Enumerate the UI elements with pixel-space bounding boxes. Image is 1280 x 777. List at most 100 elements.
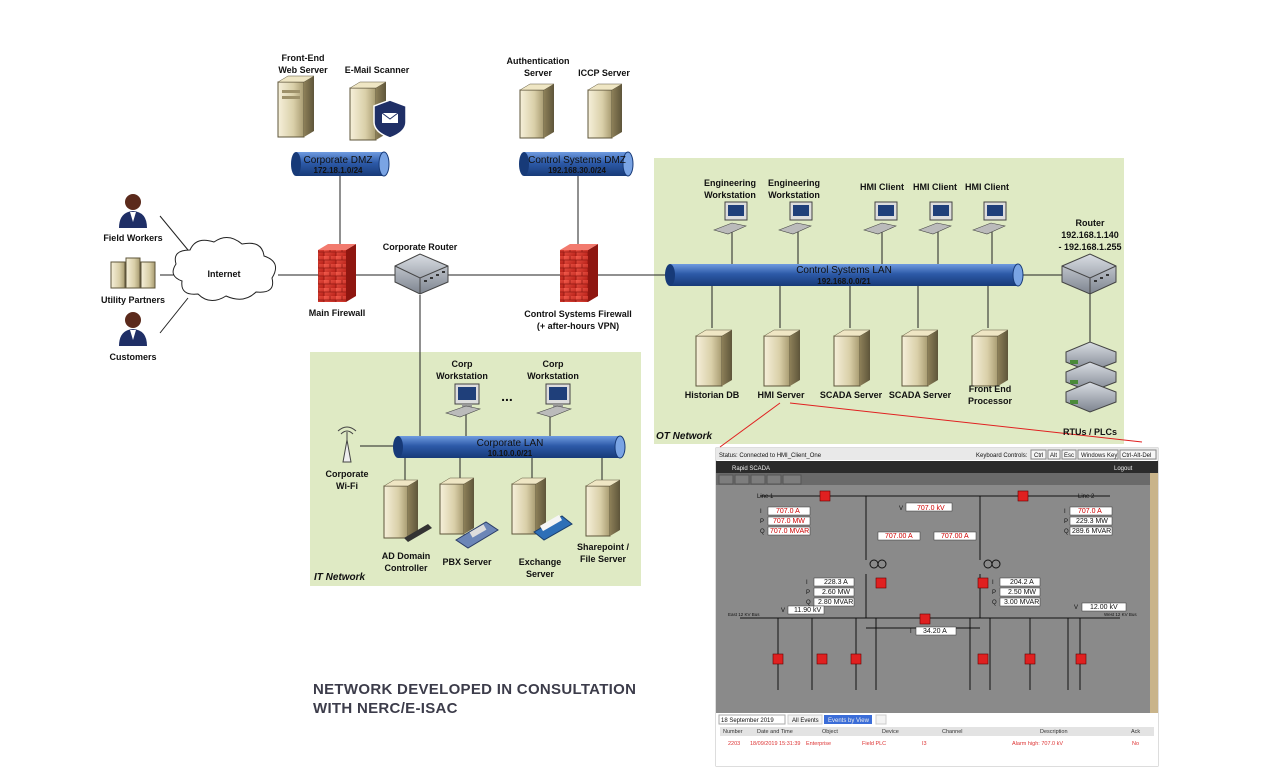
rtu-plc-label: RTUs / PLCs xyxy=(1063,427,1117,437)
front-end-web-server-icon xyxy=(277,75,315,138)
scada-server-label: SCADA Server xyxy=(889,390,952,400)
connection-lines xyxy=(159,176,1091,480)
key-alt-button[interactable] xyxy=(1047,449,1061,460)
control-systems-lan-subnet: 192.168.0.0/21 xyxy=(817,277,871,286)
hmi-client-label: HMI Client xyxy=(860,182,904,192)
email-scanner-label: E-Mail Scanner xyxy=(345,65,410,75)
tab-events-by-view[interactable] xyxy=(824,715,872,724)
hmi-client-label: HMI Client xyxy=(965,182,1009,192)
ot-router-label-3: - 192.168.1.255 xyxy=(1058,242,1121,252)
control-systems-firewall-icon xyxy=(560,244,598,302)
hmi-zoom-level-icon[interactable] xyxy=(782,474,802,485)
key-windows-button[interactable] xyxy=(1077,449,1119,460)
col-object: Object xyxy=(822,729,838,735)
hmi-client-icon xyxy=(918,201,953,235)
corporate-router-icon xyxy=(394,253,449,295)
svg-text:I: I xyxy=(1064,509,1066,515)
ad-domain-controller-label-1: AD Domain xyxy=(382,551,431,561)
corporate-router-label: Corporate Router xyxy=(383,242,458,252)
engineering-workstation-icon xyxy=(713,201,748,235)
key-ctrl-button[interactable] xyxy=(1030,449,1047,460)
field-workers-label: Field Workers xyxy=(103,233,162,243)
front-end-web-server-label-1: Front-End xyxy=(282,53,325,63)
main-bus-voltage: 707.0 kV xyxy=(917,505,945,512)
col-ack: Ack xyxy=(1131,729,1140,735)
svg-text:P: P xyxy=(992,590,996,596)
corp-workstation-label-1: Corp xyxy=(452,359,473,369)
control-systems-dmz-pipe xyxy=(519,151,634,177)
caption-line-2: WITH NERC/E-ISAC xyxy=(313,700,458,717)
svg-text:Field PLC: Field PLC xyxy=(862,741,886,747)
event-date: 18 September 2019 xyxy=(721,718,774,724)
corporate-dmz-subnet: 172.18.1.0/24 xyxy=(314,166,363,175)
t2-current: 204.2 A xyxy=(1010,579,1034,586)
hmi-client-label: HMI Client xyxy=(913,182,957,192)
tie-current: 34.20 A xyxy=(923,628,947,635)
svg-text:Q: Q xyxy=(1064,529,1069,535)
hmi-zoom-in-icon[interactable] xyxy=(750,474,766,485)
corporate-dmz-pipe xyxy=(291,151,390,177)
front-end-processor-label-2: Processor xyxy=(968,396,1013,406)
svg-text:V: V xyxy=(899,506,903,512)
control-systems-firewall-label-1: Control Systems Firewall xyxy=(524,309,632,319)
authentication-server-label-1: Authentication xyxy=(507,56,570,66)
key-ctrl-alt-del-label: Ctrl-Alt-Del xyxy=(1122,453,1151,459)
print-icon[interactable] xyxy=(875,714,887,725)
t1-power: 2.60 MW xyxy=(822,589,850,596)
control-systems-dmz-label: Control Systems DMZ xyxy=(528,155,626,166)
pbx-server-label: PBX Server xyxy=(442,557,492,567)
corp-workstation-label-1: Corp xyxy=(543,359,564,369)
hmi-server-label: HMI Server xyxy=(757,390,805,400)
breaker-2-current: 707.00 A xyxy=(941,533,969,540)
key-esc-button[interactable] xyxy=(1061,449,1077,460)
east-bus-voltage: 11.90 kV xyxy=(794,607,821,614)
tab-all-events-label: All Events xyxy=(792,718,819,724)
hmi-tool-fit-icon[interactable] xyxy=(734,474,750,485)
t1-current: 228.3 A xyxy=(824,579,848,586)
email-scanner-icon xyxy=(349,81,407,141)
exchange-server-icon xyxy=(511,477,573,541)
key-ctrl-label: Ctrl xyxy=(1034,453,1043,459)
tab-events-by-view-label: Events by View xyxy=(828,718,870,724)
hmi-logout-link[interactable]: Logout xyxy=(1114,466,1133,472)
internet-cloud-icon xyxy=(172,237,277,301)
key-ctrl-alt-del-button[interactable] xyxy=(1119,449,1157,460)
hmi-zoom-out-icon[interactable] xyxy=(766,474,782,485)
event-date-picker[interactable] xyxy=(718,714,786,725)
svg-text:P: P xyxy=(1064,519,1068,525)
customers-label: Customers xyxy=(109,352,156,362)
svg-text:I: I xyxy=(760,509,762,515)
hmi-tool-move-icon[interactable] xyxy=(718,474,734,485)
authentication-server-label-2: Server xyxy=(524,68,553,78)
breaker-1-current: 707.00 A xyxy=(885,533,913,540)
corporate-dmz-label: Corporate DMZ xyxy=(304,155,373,166)
control-systems-firewall-label-2: (+ after-hours VPN) xyxy=(537,321,619,331)
svg-text:Q: Q xyxy=(806,600,811,606)
sharepoint-server-label-1: Sharepoint / xyxy=(577,542,630,552)
svg-text:Q: Q xyxy=(760,529,765,535)
engineering-workstation-label-2: Workstation xyxy=(768,190,820,200)
hmi-scrollbar[interactable] xyxy=(1150,473,1158,713)
sharepoint-server-icon xyxy=(585,479,621,537)
corp-workstation-label-2: Workstation xyxy=(436,371,488,381)
breaker-icons xyxy=(772,490,1087,665)
t2-reactive: 3.00 MVAR xyxy=(1004,599,1039,606)
svg-text:No: No xyxy=(1132,741,1139,747)
corp-workstation-icon xyxy=(536,383,573,418)
hmi-callout-lines xyxy=(719,402,1143,448)
ad-domain-controller-label-2: Controller xyxy=(384,563,427,573)
front-end-web-server-label-2: Web Server xyxy=(278,65,328,75)
line-2-power: 229.3 MW xyxy=(1076,518,1108,525)
svg-text:Enterprise: Enterprise xyxy=(806,741,831,747)
svg-text:Q: Q xyxy=(992,600,997,606)
key-windows-label: Windows Key xyxy=(1081,453,1117,459)
tab-all-events[interactable] xyxy=(787,714,823,725)
west-bus-voltage: 12.00 kV xyxy=(1090,604,1118,611)
ot-router-icon xyxy=(1061,253,1117,295)
svg-text:P: P xyxy=(760,519,764,525)
wifi-access-point-icon xyxy=(337,426,357,463)
table-row[interactable]: 2203 18/09/2019 15:31:39 Enterprise Fiel… xyxy=(728,741,1139,747)
svg-text:2203: 2203 xyxy=(728,741,740,747)
it-network-label: IT Network xyxy=(314,572,366,583)
corporate-wifi-label-2: Wi-Fi xyxy=(336,481,358,491)
